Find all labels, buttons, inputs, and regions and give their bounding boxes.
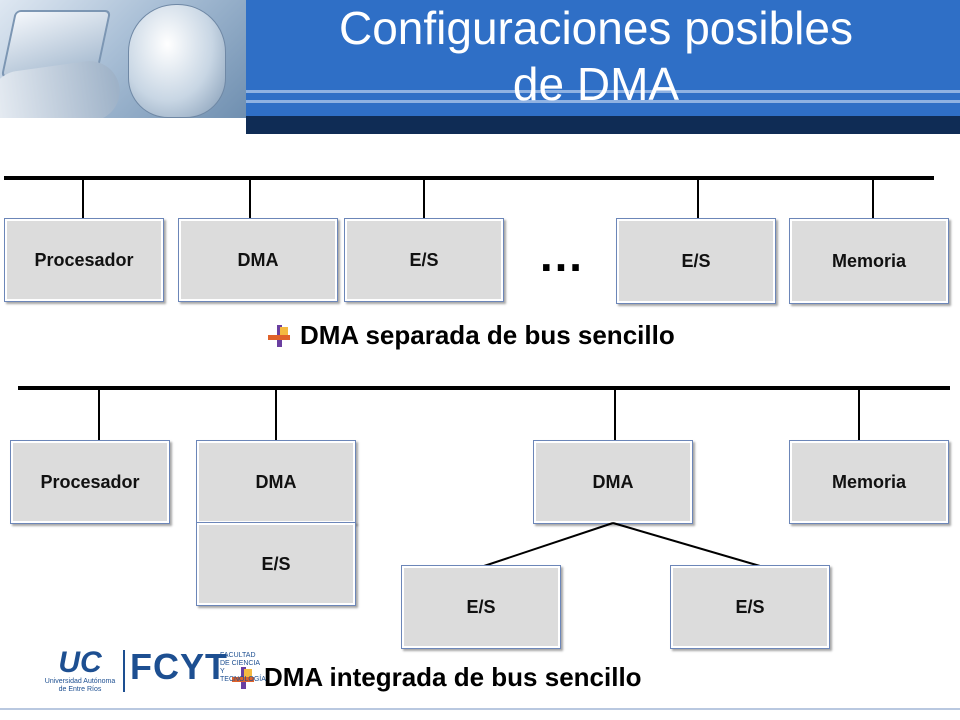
footer-line [0,708,960,710]
io-box: E/S [196,522,356,606]
uader-logo: UC Universidad Autónoma de Entre Ríos [40,648,120,694]
bus-line-bottom [18,386,950,390]
bus-tap [858,390,860,440]
slide-title: Configuraciones posibles de DMA [339,2,853,110]
io-box: E/S [401,565,561,649]
bus-tap [872,180,874,220]
io-box: E/S [344,218,504,302]
header-bar [246,0,960,134]
bullet-icon [232,666,254,689]
io-box: E/S [616,218,776,304]
fcyt-logo: FCYT [130,646,228,687]
bus-tap [275,390,277,440]
caption-separated: DMA separada de bus sencillo [268,320,675,351]
bus-tap [697,180,699,220]
caption-integrated: DMA integrada de bus sencillo [232,662,642,693]
bus-tap [249,180,251,220]
caption-text: DMA separada de bus sencillo [300,320,675,350]
dma-box: DMA [533,440,693,524]
logo-separator [123,650,125,692]
bus-tap [423,180,425,220]
bus-tap [98,390,100,440]
io-box: E/S [670,565,830,649]
memory-box: Memoria [789,440,949,524]
uader-logo-text: Universidad Autónoma de Entre Ríos [44,678,116,693]
processor-box: Procesador [4,218,164,302]
uader-logo-mark: UC [58,646,102,679]
fcyt-logo-subtitle: FACULTAD DE CIENCIA Y TECNOLOGÍA [220,652,266,683]
bus-tap [82,180,84,220]
ellipsis: … [538,229,586,281]
caption-text: DMA integrada de bus sencillo [264,662,642,692]
bus-tap [614,390,616,440]
header-photo [0,0,246,118]
bus-line-top [4,176,934,180]
processor-box: Procesador [10,440,170,524]
bullet-icon [268,324,290,347]
memory-box: Memoria [789,218,949,304]
dma-box: DMA [178,218,338,302]
dma-box: DMA [196,440,356,524]
mouse-graphic [128,4,226,118]
